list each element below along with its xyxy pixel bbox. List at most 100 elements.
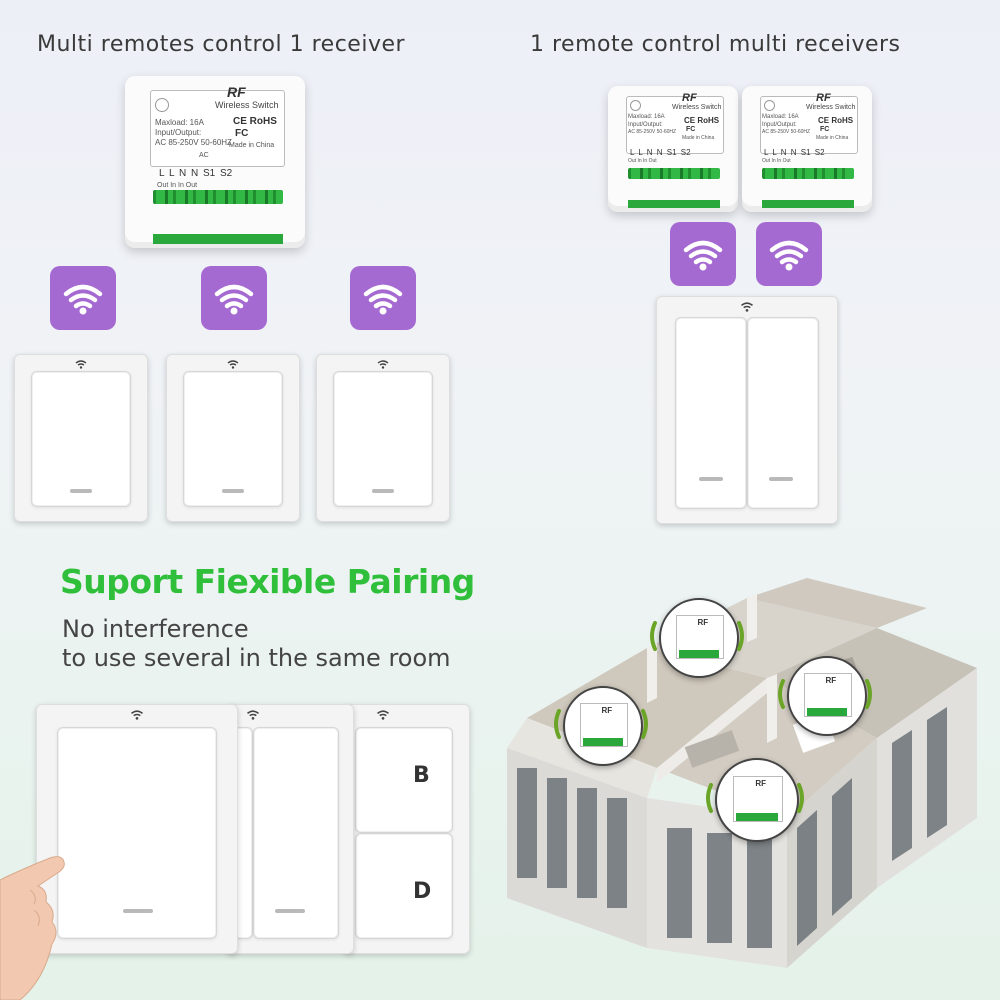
mini-terminal (736, 812, 778, 821)
switch-led (123, 909, 153, 913)
mini-rf: RF (755, 779, 767, 789)
mini-terminal (679, 650, 719, 658)
receiver-bubble-bath: RF (787, 656, 867, 736)
switch-led (372, 489, 394, 493)
receiver-fc: FC (820, 126, 830, 133)
wall-switch-two-gang[interactable] (226, 704, 354, 954)
pairing-line-1: No interference (62, 615, 249, 643)
signal-icon (227, 360, 239, 369)
receiver-terminal (153, 190, 283, 204)
mini-terminal (583, 738, 623, 746)
receiver-label (760, 96, 859, 154)
switch-led (699, 477, 723, 481)
mini-rf: RF (601, 706, 613, 716)
receiver-hook-icon (155, 98, 169, 112)
receiver-pins: L L N N S1 S2 (159, 168, 233, 179)
wifi-icon (50, 266, 116, 330)
mini-terminal (807, 708, 847, 716)
receiver-pins-sub: Out In In Out (157, 182, 198, 189)
switch-button[interactable] (57, 727, 217, 939)
heading-multi-receivers: 1 remote control multi receivers (530, 32, 901, 57)
switch-button[interactable] (31, 371, 131, 507)
house-floorplan-drawing (507, 578, 977, 968)
receiver-label (150, 89, 286, 168)
wall-switch-3[interactable] (316, 354, 450, 522)
switch-letter-d: D (413, 879, 432, 904)
receiver-label (626, 96, 725, 154)
receiver-terminal (628, 168, 720, 179)
receiver-voltage: AC 85-250V 50-60HZ (628, 129, 677, 135)
receiver-cert: CE RoHS (818, 116, 854, 125)
wall-switch-one-gang[interactable] (36, 704, 238, 954)
receiver-fc: FC (686, 126, 696, 133)
wifi-icon (350, 266, 416, 330)
wall-switch-four-gang[interactable]: B D (344, 704, 470, 954)
receiver-pins-sub: Out In In Out (628, 158, 657, 164)
receiver-rf: RF (227, 84, 246, 100)
signal-icon (377, 710, 389, 720)
switch-button[interactable] (183, 371, 283, 507)
signal-icon (247, 710, 259, 720)
receiver-hook-icon (630, 100, 641, 111)
wifi-icon (756, 222, 822, 286)
switch-led (70, 489, 92, 493)
receiver-wireless: Wireless Switch (806, 104, 856, 111)
receiver-maxload: Maxload: 16A (155, 118, 204, 127)
receiver-voltage: AC 85-250V 50-60HZ (155, 138, 232, 147)
switch-led (769, 477, 793, 481)
house-floorplan: RF RF RF RF (497, 568, 1000, 968)
wifi-icon (670, 222, 736, 286)
wall-switch-2[interactable] (166, 354, 300, 522)
receiver-io: Input/Output: (762, 122, 797, 128)
receiver-terminal (762, 168, 854, 179)
receiver-rf: RF (682, 92, 697, 104)
receiver-cert: CE RoHS (684, 116, 720, 125)
hand-icon (0, 856, 65, 1000)
signal-waves (554, 621, 872, 813)
wall-switch-double[interactable] (656, 296, 838, 524)
receiver-cert: CE RoHS (233, 116, 277, 127)
switch-led (222, 489, 244, 493)
receiver-terminal-bottom (762, 200, 854, 208)
receiver-terminal-bottom (628, 200, 720, 208)
receiver-maxload: Maxload: 16A (628, 114, 665, 120)
signal-icon (741, 302, 753, 312)
switch-button-d[interactable] (355, 833, 453, 939)
receiver-bubble-kitchen: RF (659, 598, 739, 678)
receiver-ac: AC (199, 152, 209, 159)
receiver-made: Made in China (682, 135, 715, 141)
receiver-pins: L L N N S1 S2 (764, 148, 825, 157)
receiver-bubble-bedroom: RF (715, 758, 799, 842)
rf-receiver-right-2: RF Wireless Switch Maxload: 16A Input/Ou… (742, 86, 872, 212)
receiver-made: Made in China (816, 135, 849, 141)
heading-multi-remotes: Multi remotes control 1 receiver (37, 32, 406, 57)
wall-switch-1[interactable] (14, 354, 148, 522)
receiver-wireless: Wireless Switch (215, 100, 279, 110)
receiver-pins-sub: Out In In Out (762, 158, 791, 164)
receiver-made: Made in China (229, 142, 275, 149)
switch-letter-b: B (413, 763, 430, 788)
rf-receiver-main: RF Wireless Switch Maxload: 16A Input/Ou… (125, 76, 305, 248)
receiver-voltage: AC 85-250V 50-60HZ (762, 129, 811, 135)
switch-button-right[interactable] (253, 727, 339, 939)
receiver-wireless: Wireless Switch (672, 104, 722, 111)
switch-button-b[interactable] (355, 727, 453, 833)
rf-receiver-right-1: RF Wireless Switch Maxload: 16A Input/Ou… (608, 86, 738, 212)
receiver-terminal-bottom (153, 234, 283, 244)
pairing-title: Suport Fiexible Pairing (60, 562, 475, 601)
receiver-hook-icon (764, 100, 775, 111)
wifi-icon (201, 266, 267, 330)
receiver-io: Input/Output: (155, 128, 202, 137)
receiver-bubble-living: RF (563, 686, 643, 766)
receiver-pins: L L N N S1 S2 (630, 148, 691, 157)
receiver-io: Input/Output: (628, 122, 663, 128)
signal-icon (377, 360, 389, 369)
switch-button[interactable] (333, 371, 433, 507)
receiver-rf: RF (816, 92, 831, 104)
switch-led (275, 909, 305, 913)
receiver-maxload: Maxload: 16A (762, 114, 799, 120)
pairing-line-2: to use several in the same room (62, 644, 451, 672)
mini-rf: RF (697, 618, 709, 628)
signal-icon (75, 360, 87, 369)
signal-icon (131, 710, 143, 720)
